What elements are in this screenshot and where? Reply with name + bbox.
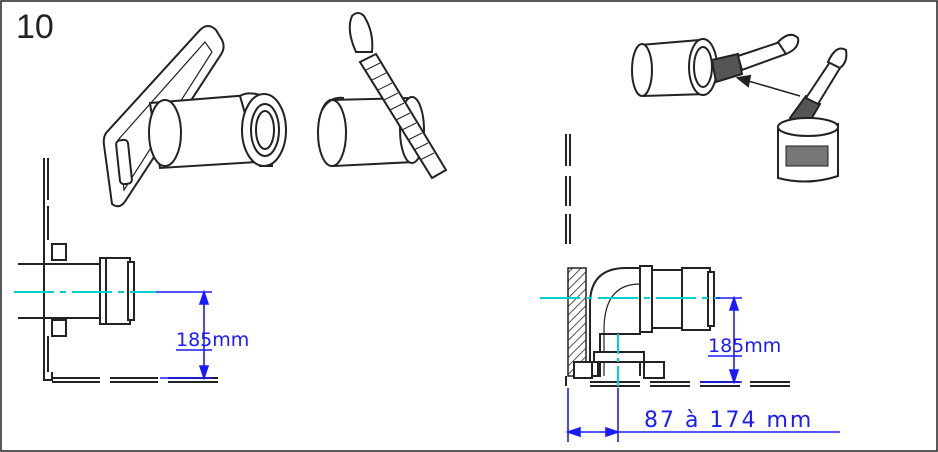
left-wall-installation: 185mm	[14, 158, 249, 383]
saw-guide-pipe-illustration	[102, 25, 287, 208]
right-range-dimension: 87 à 174 mm	[644, 408, 813, 433]
right-elbow-installation: 185mm 87 à 174 mm	[540, 134, 840, 442]
right-height-dimension: 185mm	[708, 335, 781, 357]
glue-application-illustration	[631, 33, 848, 183]
left-height-dimension: 185mm	[176, 329, 249, 351]
step-number: 10	[16, 8, 54, 46]
file-pipe-illustration	[317, 12, 448, 180]
